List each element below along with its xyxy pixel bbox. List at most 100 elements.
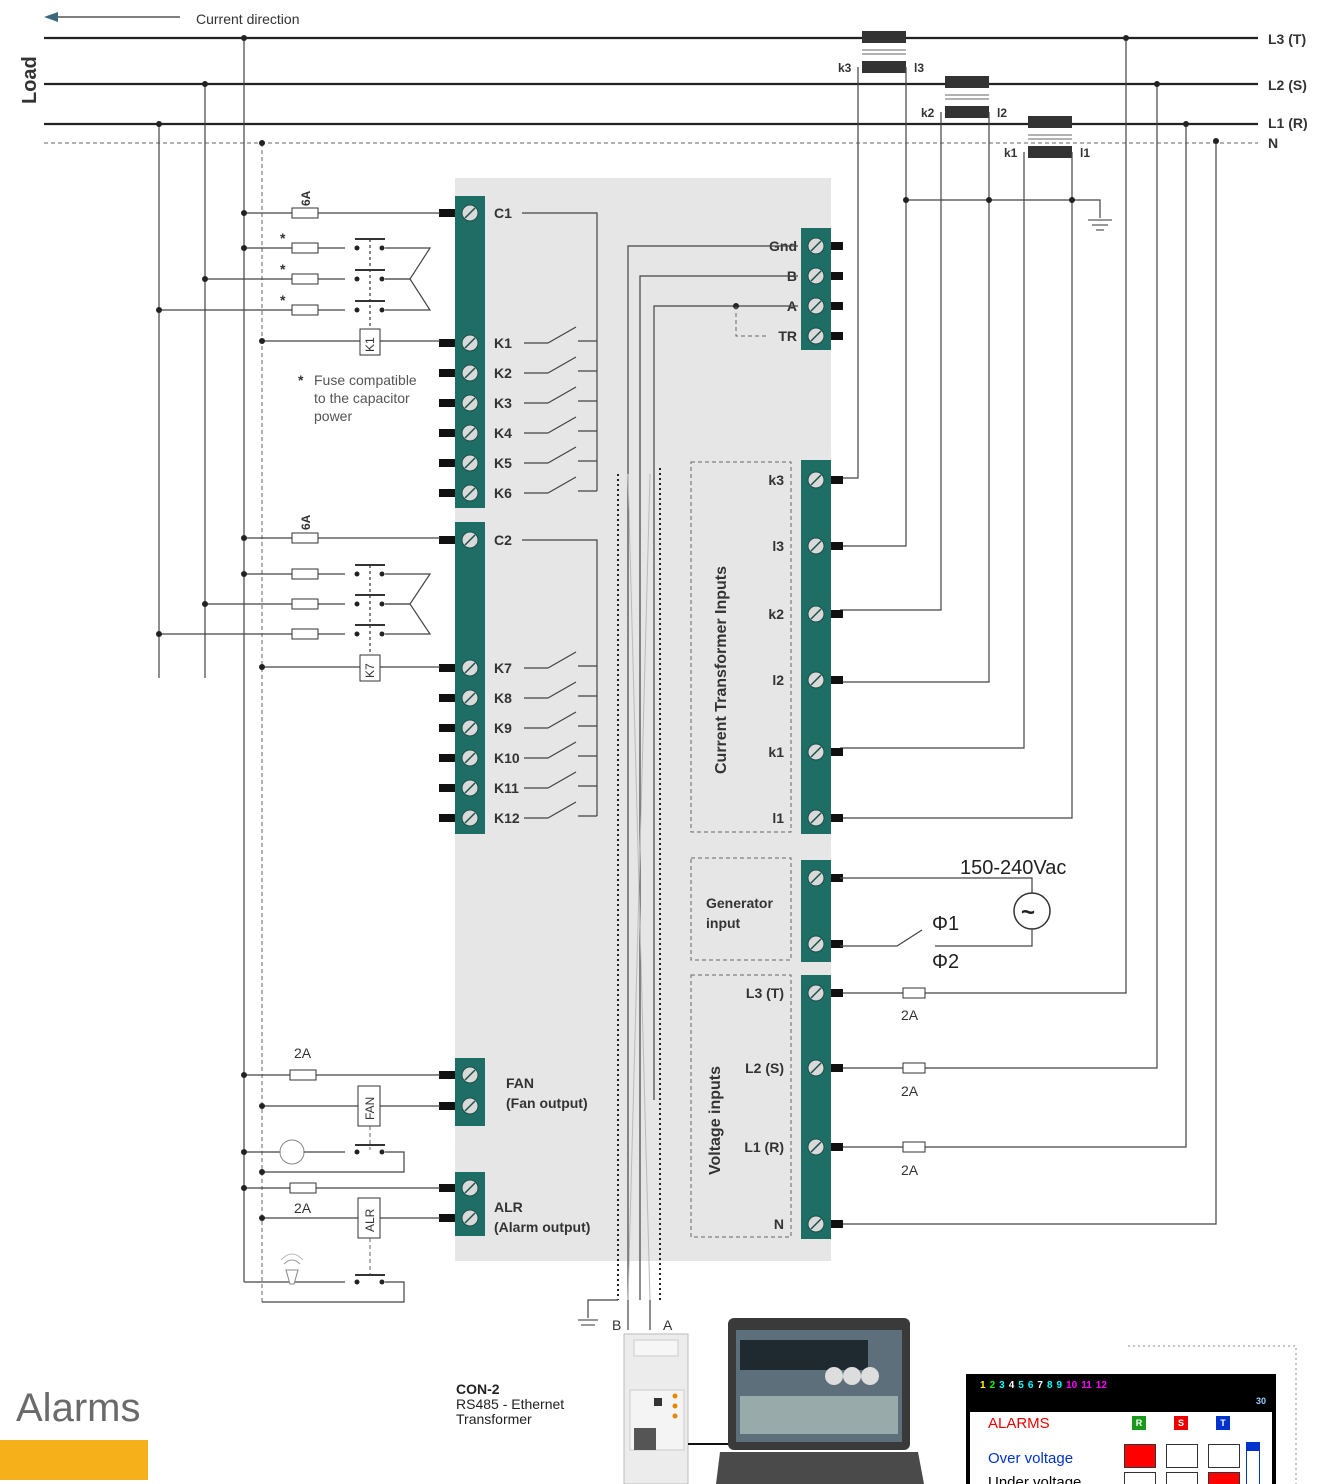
- ct-inputs-title: Current Transformer Inputs: [713, 566, 730, 774]
- relay-contact: [547, 711, 577, 729]
- uv-r-cell: [1124, 1472, 1156, 1484]
- section-title: Alarms: [16, 1386, 141, 1430]
- display-frame: [1128, 1345, 1297, 1484]
- terminal-c1-pin: [439, 399, 455, 407]
- note-line-1: Fuse compatible: [314, 372, 417, 388]
- step-indicator: 1: [980, 1380, 986, 1391]
- generator-label-2: input: [706, 915, 741, 931]
- current-transformers: [862, 31, 1072, 158]
- fan-output-label-2: (Fan output): [506, 1095, 588, 1111]
- con2-caption: CON-2 RS485 - Ethernet Transformer: [456, 1382, 564, 1427]
- relay-contact: [547, 356, 577, 374]
- terminal-rs485-label: TR: [778, 328, 797, 344]
- uv-s-cell: [1166, 1472, 1198, 1484]
- relay-k7-label: K7: [363, 663, 377, 678]
- terminal-c2-label: K12: [494, 810, 520, 826]
- step-indicator: 12: [1095, 1380, 1107, 1391]
- bus-end-a: A: [663, 1317, 673, 1333]
- terminal-c2-pin: [439, 814, 455, 822]
- terminal-ct-pin: [831, 610, 843, 618]
- terminal-ct-label: l2: [772, 672, 784, 688]
- step-indicator: 10: [1066, 1380, 1078, 1391]
- alarm-screen: ALARMS R S T Over voltage Under voltage: [970, 1412, 1272, 1484]
- terminal-c2-pin: [439, 694, 455, 702]
- phi2-label: Φ2: [932, 951, 959, 973]
- terminal-c1-label: C1: [494, 205, 512, 221]
- terminal-c2-pin: [439, 724, 455, 732]
- terminal-rs485-pin: [831, 302, 843, 310]
- ov-r-cell: [1124, 1444, 1156, 1468]
- terminal-c1-pin: [439, 489, 455, 497]
- terminal-c1-label: K1: [494, 335, 512, 351]
- left-taps: [156, 35, 265, 1302]
- relay-contact: [547, 476, 577, 494]
- fuse-star-3: *: [280, 292, 286, 308]
- line-label-l2: L2 (S): [1268, 77, 1307, 93]
- alarm-output-label-2: (Alarm output): [494, 1219, 590, 1235]
- terminal-c1-pin: [439, 429, 455, 437]
- alarm-wiring: [241, 1182, 440, 1303]
- c1-wiring: [156, 207, 440, 356]
- relay-contact: [547, 446, 577, 464]
- terminal-block-generator: [801, 860, 843, 962]
- uv-t-cell: [1208, 1472, 1240, 1484]
- terminal-volt-pin: [831, 1064, 843, 1072]
- step-indicator: 7: [1037, 1380, 1043, 1391]
- alr-fuse-label: 2A: [294, 1200, 312, 1216]
- relay-contact: [547, 416, 577, 434]
- generator-label-1: Generator: [706, 895, 773, 911]
- generator-voltage: 150-240Vac: [960, 857, 1066, 879]
- relay-k1-label: K1: [363, 337, 377, 352]
- relay-contact: [547, 741, 577, 759]
- line-label-n: N: [1268, 135, 1278, 151]
- ct-label-l2: l2: [997, 106, 1007, 120]
- relay-contact: [547, 681, 577, 699]
- terminal-gen-pin: [831, 940, 843, 948]
- ct-label-l1: l1: [1080, 146, 1090, 160]
- terminal-fan-pin: [439, 1102, 455, 1110]
- terminal-c1-label: K4: [494, 425, 512, 441]
- current-direction-label: Current direction: [196, 11, 300, 27]
- step-indicator: 2: [989, 1380, 996, 1391]
- relay-contact: [547, 651, 577, 669]
- terminal-c1-label: K3: [494, 395, 512, 411]
- fan-fuse-label: 2A: [294, 1045, 312, 1061]
- accent-bar: [0, 1440, 148, 1480]
- terminal-c2-pin: [439, 536, 455, 544]
- generator-box: [690, 857, 792, 961]
- ov-t-cell: [1208, 1444, 1240, 1468]
- step-indicator: 6: [1027, 1380, 1034, 1391]
- display-value: 30: [1255, 1396, 1266, 1406]
- terminal-block-alarm: [439, 1172, 485, 1236]
- terminal-volt-label: L2 (S): [745, 1060, 784, 1076]
- step-indicator: 9: [1056, 1380, 1063, 1391]
- load-label: Load: [19, 56, 41, 104]
- terminal-alr-pin: [439, 1214, 455, 1222]
- ct-label-k1: k1: [1004, 146, 1018, 160]
- con2-module: [623, 1333, 740, 1484]
- terminal-ct-label: l1: [772, 810, 784, 826]
- terminal-c1-label: K6: [494, 485, 512, 501]
- row-over-voltage: Over voltage: [988, 1450, 1074, 1467]
- ct-label-k2: k2: [921, 106, 935, 120]
- current-direction-arrow: [44, 12, 180, 22]
- c2-wiring: [156, 532, 440, 682]
- relay-fan-label: FAN: [363, 1097, 377, 1120]
- terminal-alr-pin: [439, 1184, 455, 1192]
- relay-contact: [547, 326, 577, 344]
- terminal-volt-label: L1 (R): [744, 1139, 784, 1155]
- terminal-c2-label: C2: [494, 532, 512, 548]
- terminal-c1-pin: [439, 339, 455, 347]
- c2-fuse-label: 6A: [299, 514, 313, 530]
- terminal-rs485-pin: [831, 332, 843, 340]
- terminal-ct-pin: [831, 476, 843, 484]
- terminal-block-fan: [439, 1058, 485, 1126]
- step-indicator: 11: [1081, 1380, 1092, 1391]
- phi1-label: Φ1: [932, 913, 959, 935]
- terminal-c2-label: K10: [494, 750, 520, 766]
- fan-wiring: [241, 1069, 440, 1175]
